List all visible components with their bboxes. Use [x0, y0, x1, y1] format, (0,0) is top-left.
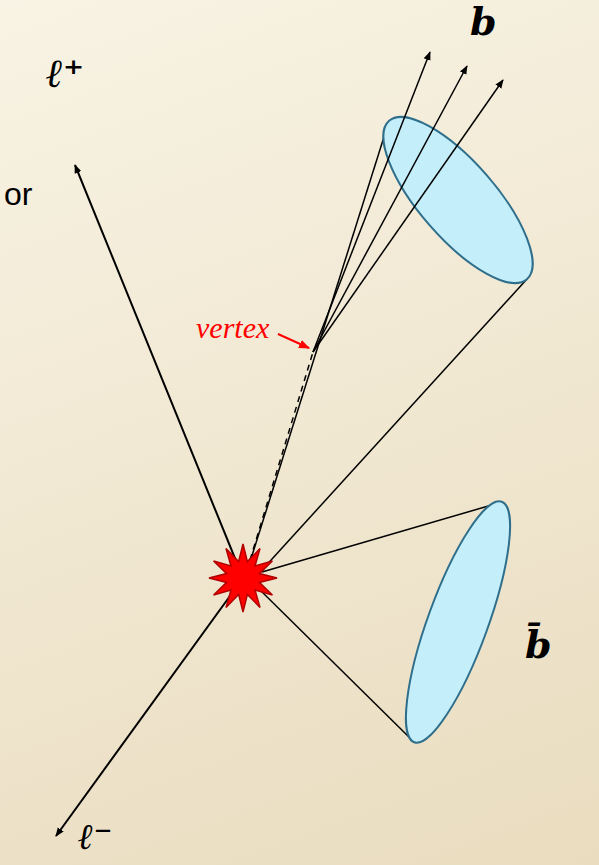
jet-cone-edge: [258, 588, 414, 742]
collision-star: [209, 544, 277, 612]
particle-track: [313, 80, 503, 352]
jet-cone: [360, 96, 555, 304]
lepton-track: [56, 578, 243, 836]
slide-text: or: [4, 178, 32, 212]
leader-arrow: [278, 334, 309, 348]
particle-label: ℓ⁺: [46, 52, 84, 94]
particle-track: [313, 52, 430, 352]
particle-label: b̄: [525, 625, 552, 665]
b-flight-path: [250, 352, 313, 560]
particle-label: ℓ⁻: [78, 818, 112, 856]
particle-track: [313, 66, 467, 352]
lepton-track: [75, 165, 243, 578]
callout-label: vertex: [196, 312, 269, 344]
particle-label: b: [470, 2, 497, 42]
jet-cone: [386, 491, 530, 752]
